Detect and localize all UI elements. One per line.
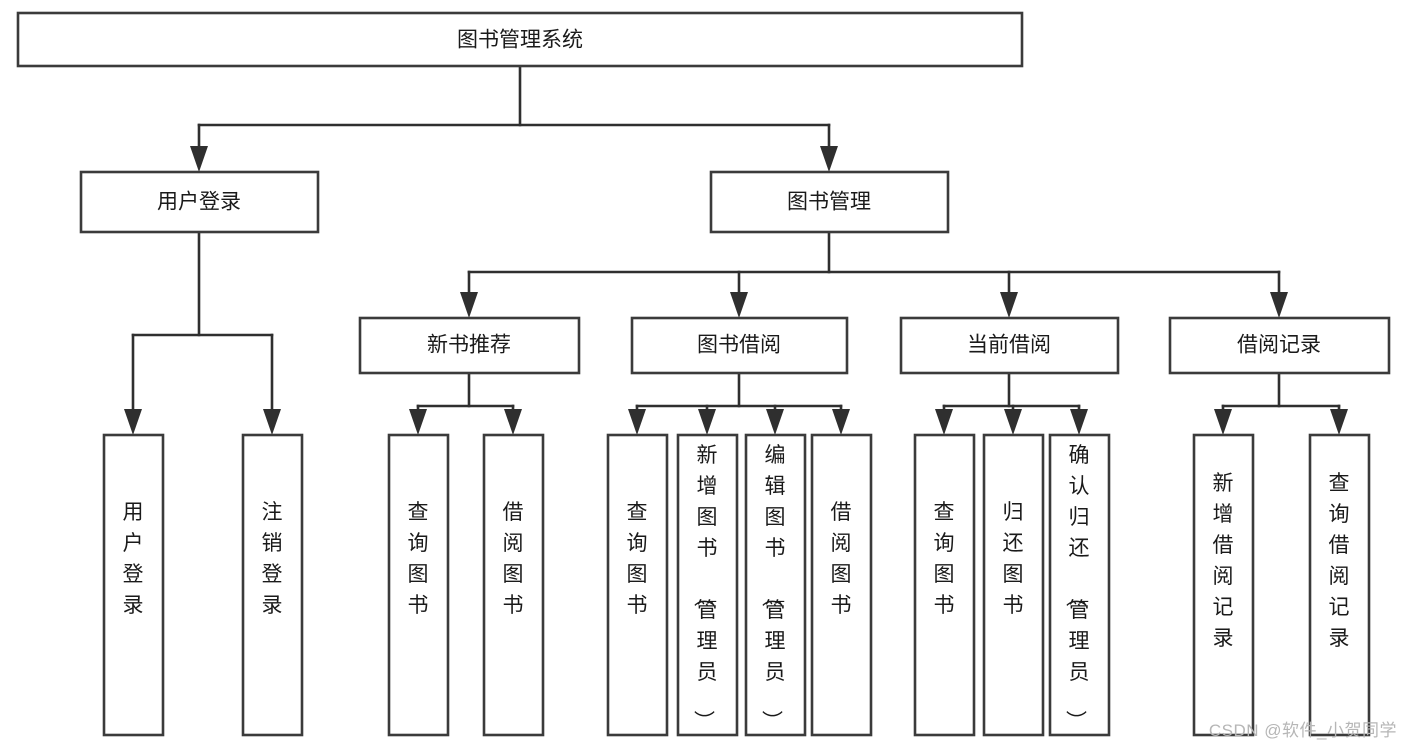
node-leaf-confirm-return-box[interactable] bbox=[1048, 433, 1111, 737]
node-leaf-query-book-3[interactable]: 查询图书 bbox=[913, 433, 976, 737]
arrow-to-leaf-query-record bbox=[1330, 409, 1348, 435]
node-user-login-label: 用户登录 bbox=[157, 191, 241, 214]
node-borrow-record[interactable]: 借阅记录 bbox=[1168, 316, 1391, 375]
node-leaf-add-record[interactable]: 新增借阅记录 bbox=[1192, 433, 1255, 737]
arrow-to-leaf-logout bbox=[263, 409, 281, 435]
arrow-to-leaf-add-book bbox=[698, 409, 716, 435]
node-book-management-label: 图书管理 bbox=[787, 191, 871, 214]
node-new-book-recommend[interactable]: 新书推荐 bbox=[358, 316, 581, 375]
node-leaf-query-record-box[interactable] bbox=[1308, 433, 1371, 737]
node-leaf-query-book-1[interactable]: 查询图书 bbox=[387, 433, 450, 737]
node-leaf-add-book-label: 新增图书（管理员） bbox=[692, 444, 718, 731]
node-leaf-add-book-box[interactable] bbox=[676, 433, 739, 737]
node-leaf-logout-label: 注销登录 bbox=[262, 501, 283, 617]
node-book-borrow-label: 图书借阅 bbox=[697, 334, 781, 357]
node-book-borrow-box[interactable] bbox=[630, 316, 849, 375]
node-book-management-box[interactable] bbox=[709, 170, 950, 234]
arrow-root-to-user-login bbox=[190, 146, 208, 172]
arrow-to-leaf-edit-book bbox=[766, 409, 784, 435]
node-leaf-logout[interactable]: 注销登录 bbox=[241, 433, 304, 737]
node-new-book-recommend-box[interactable] bbox=[358, 316, 581, 375]
arrow-to-current-borrow bbox=[1000, 292, 1018, 318]
node-leaf-query-record[interactable]: 查询借阅记录 bbox=[1308, 433, 1371, 737]
node-leaf-confirm-return-label: 确认归还（管理员） bbox=[1064, 444, 1090, 731]
node-leaf-user-login-label: 用户登录 bbox=[123, 501, 144, 617]
node-borrow-record-label: 借阅记录 bbox=[1237, 334, 1321, 357]
node-user-login[interactable]: 用户登录 bbox=[79, 170, 320, 234]
node-leaf-query-book-1-label: 查询图书 bbox=[408, 501, 429, 617]
node-leaf-return-book-label: 归还图书 bbox=[1003, 501, 1024, 617]
node-leaf-query-book-2[interactable]: 查询图书 bbox=[606, 433, 669, 737]
node-root-box[interactable] bbox=[16, 11, 1024, 68]
node-leaf-logout-box[interactable] bbox=[241, 433, 304, 737]
node-leaf-user-login-box[interactable] bbox=[102, 433, 165, 737]
node-current-borrow-label: 当前借阅 bbox=[967, 334, 1051, 357]
arrow-to-leaf-borrow-book-1 bbox=[504, 409, 522, 435]
node-leaf-return-book-box[interactable] bbox=[982, 433, 1045, 737]
node-leaf-borrow-book-2-box[interactable] bbox=[810, 433, 873, 737]
arrow-to-leaf-return-book bbox=[1004, 409, 1022, 435]
arrow-to-new-book-recommend bbox=[460, 292, 478, 318]
node-leaf-edit-book[interactable]: 编辑图书（管理员） bbox=[744, 433, 807, 737]
node-root-label: 图书管理系统 bbox=[457, 29, 583, 52]
arrow-to-leaf-query-book-3 bbox=[935, 409, 953, 435]
connector-layer bbox=[124, 64, 1348, 435]
arrow-to-leaf-borrow-book-2 bbox=[832, 409, 850, 435]
node-leaf-edit-book-label: 编辑图书（管理员） bbox=[760, 444, 786, 731]
arrow-to-book-borrow bbox=[730, 292, 748, 318]
node-leaf-borrow-book-2[interactable]: 借阅图书 bbox=[810, 433, 873, 737]
node-leaf-confirm-return[interactable]: 确认归还（管理员） bbox=[1048, 433, 1111, 737]
csdn-watermark: CSDN @软件_小贺同学 bbox=[1208, 721, 1397, 740]
node-user-login-box[interactable] bbox=[79, 170, 320, 234]
node-book-borrow[interactable]: 图书借阅 bbox=[630, 316, 849, 375]
node-leaf-add-record-box[interactable] bbox=[1192, 433, 1255, 737]
arrow-to-leaf-add-record bbox=[1214, 409, 1232, 435]
node-leaf-query-record-label: 查询借阅记录 bbox=[1329, 472, 1350, 650]
arrow-to-leaf-query-book-1 bbox=[409, 409, 427, 435]
node-leaf-query-book-3-label: 查询图书 bbox=[934, 501, 955, 617]
node-borrow-record-box[interactable] bbox=[1168, 316, 1391, 375]
node-new-book-recommend-label: 新书推荐 bbox=[427, 334, 511, 357]
node-leaf-borrow-book-2-label: 借阅图书 bbox=[831, 501, 852, 617]
node-root[interactable]: 图书管理系统 bbox=[16, 11, 1024, 68]
arrow-to-leaf-query-book-2 bbox=[628, 409, 646, 435]
arrow-root-to-book-management bbox=[820, 146, 838, 172]
node-leaf-add-record-label: 新增借阅记录 bbox=[1213, 472, 1234, 650]
node-current-borrow-box[interactable] bbox=[899, 316, 1120, 375]
node-leaf-query-book-1-box[interactable] bbox=[387, 433, 450, 737]
node-leaf-query-book-3-box[interactable] bbox=[913, 433, 976, 737]
node-book-management[interactable]: 图书管理 bbox=[709, 170, 950, 234]
arrow-to-leaf-user-login bbox=[124, 409, 142, 435]
node-leaf-query-book-2-label: 查询图书 bbox=[627, 501, 648, 617]
node-leaf-edit-book-box[interactable] bbox=[744, 433, 807, 737]
node-leaf-borrow-book-1-box[interactable] bbox=[482, 433, 545, 737]
node-leaf-borrow-book-1[interactable]: 借阅图书 bbox=[482, 433, 545, 737]
node-current-borrow[interactable]: 当前借阅 bbox=[899, 316, 1120, 375]
node-leaf-add-book[interactable]: 新增图书（管理员） bbox=[676, 433, 739, 737]
node-leaf-user-login[interactable]: 用户登录 bbox=[102, 433, 165, 737]
node-leaf-borrow-book-1-label: 借阅图书 bbox=[503, 501, 524, 617]
arrow-to-leaf-confirm-return bbox=[1070, 409, 1088, 435]
node-leaf-query-book-2-box[interactable] bbox=[606, 433, 669, 737]
arrow-to-borrow-record bbox=[1270, 292, 1288, 318]
node-leaf-return-book[interactable]: 归还图书 bbox=[982, 433, 1045, 737]
